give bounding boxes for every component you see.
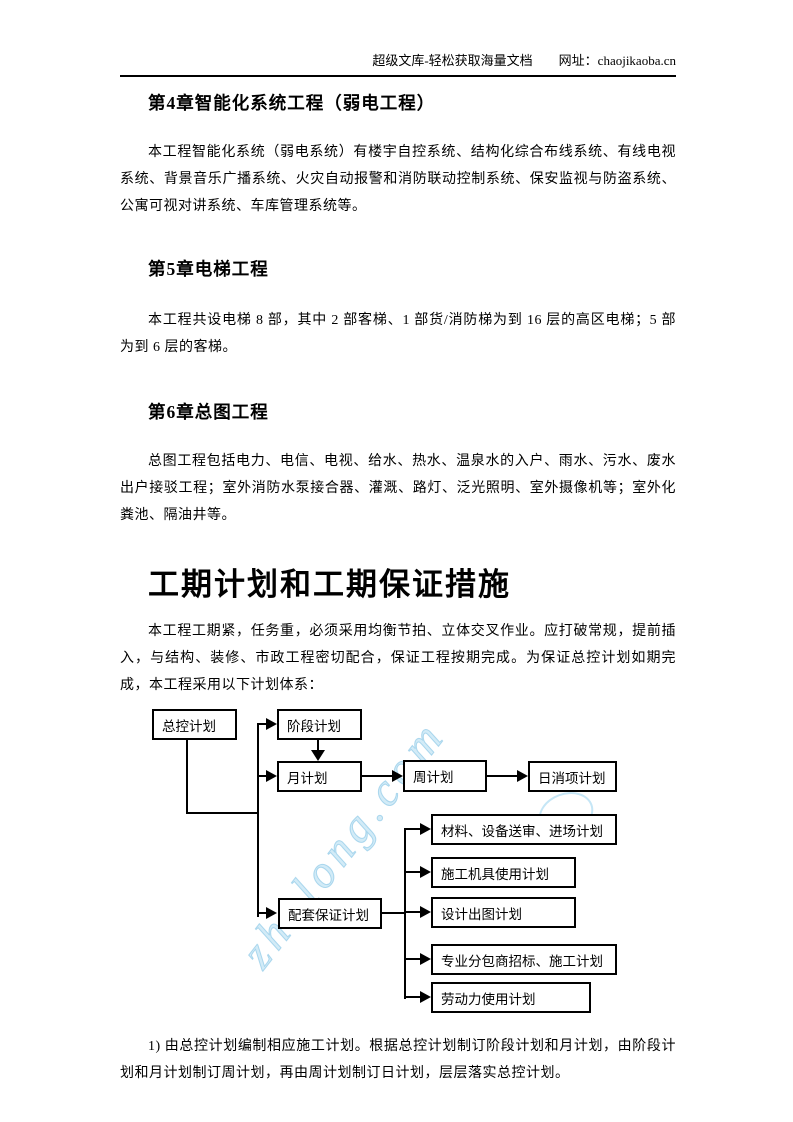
chapter-6-paragraph: 总图工程包括电力、电信、电视、给水、热水、温泉水的入户、雨水、污水、废水出户接驳… — [120, 454, 676, 523]
connector-line — [382, 912, 406, 914]
connector-line — [186, 740, 188, 814]
plan-flowchart: zhulong.com 总控计划 阶段计划 月计划 周计划 日消项计划 材料、设… — [120, 705, 676, 1023]
flowchart-node-week-plan: 周计划 — [403, 760, 487, 792]
connector-line — [406, 996, 421, 998]
connector-line — [317, 740, 319, 751]
connector-line — [186, 812, 259, 814]
arrowhead-icon — [420, 953, 431, 965]
header-url: chaojikaoba.cn — [597, 53, 676, 68]
chapter-5-paragraph: 本工程共设电梯 8 部，其中 2 部客梯、1 部货/消防梯为到 16 层的高区电… — [120, 313, 676, 355]
watermark: zhulong.com — [230, 709, 456, 978]
chapter-5-heading: 第5章电梯工程 — [148, 259, 269, 279]
flowchart-node-labor-plan: 劳动力使用计划 — [431, 982, 591, 1013]
flowchart-node-subcontract-plan: 专业分包商招标、施工计划 — [431, 944, 617, 975]
flowchart-node-design-plan: 设计出图计划 — [431, 897, 576, 928]
connector-line — [258, 912, 267, 914]
main-title: 工期计划和工期保证措施 — [148, 567, 511, 602]
arrowhead-icon — [311, 750, 325, 761]
chapter-6-heading: 第6章总图工程 — [148, 402, 269, 422]
connector-line — [406, 911, 421, 913]
page-header: 超级文库-轻松获取海量文档 网址：chaojikaoba.cn — [120, 0, 676, 77]
arrowhead-icon — [266, 770, 277, 782]
connector-line — [406, 958, 421, 960]
flowchart-node-daily-plan: 日消项计划 — [528, 761, 617, 792]
flowchart-node-master-plan: 总控计划 — [152, 709, 237, 740]
arrowhead-icon — [420, 906, 431, 918]
arrowhead-icon — [266, 718, 277, 730]
arrowhead-icon — [420, 991, 431, 1003]
intro-paragraph: 本工程工期紧，任务重，必须采用均衡节拍、立体交叉作业。应打破常规，提前插入，与结… — [120, 624, 676, 693]
connector-line — [362, 775, 393, 777]
arrowhead-icon — [420, 823, 431, 835]
footnote-paragraph: 1) 由总控计划编制相应施工计划。根据总控计划制订阶段计划和月计划，由阶段计划和… — [120, 1039, 676, 1081]
flowchart-node-stage-plan: 阶段计划 — [277, 709, 362, 740]
page-content: 超级文库-轻松获取海量文档 网址：chaojikaoba.cn 第4章智能化系统工… — [120, 0, 676, 1087]
arrowhead-icon — [266, 907, 277, 919]
header-site-label: 超级文库-轻松获取海量文档 — [372, 53, 533, 68]
connector-line — [406, 871, 421, 873]
connector-line — [258, 775, 267, 777]
connector-line — [487, 775, 518, 777]
arrowhead-icon — [517, 770, 528, 782]
flowchart-node-machinery-plan: 施工机具使用计划 — [431, 857, 576, 888]
connector-line — [404, 828, 406, 999]
flowchart-node-month-plan: 月计划 — [277, 761, 362, 792]
flowchart-node-material-plan: 材料、设备送审、进场计划 — [431, 814, 617, 845]
chapter-4-paragraph: 本工程智能化系统（弱电系统）有楼宇自控系统、结构化综合布线系统、有线电视系统、背… — [120, 145, 676, 214]
connector-line — [406, 828, 421, 830]
connector-line — [257, 723, 259, 917]
arrowhead-icon — [420, 866, 431, 878]
header-url-label: 网址： — [558, 53, 598, 68]
arrowhead-icon — [392, 770, 403, 782]
flowchart-node-support-plan: 配套保证计划 — [278, 898, 382, 929]
connector-line — [258, 723, 267, 725]
chapter-4-heading: 第4章智能化系统工程（弱电工程） — [148, 93, 436, 113]
